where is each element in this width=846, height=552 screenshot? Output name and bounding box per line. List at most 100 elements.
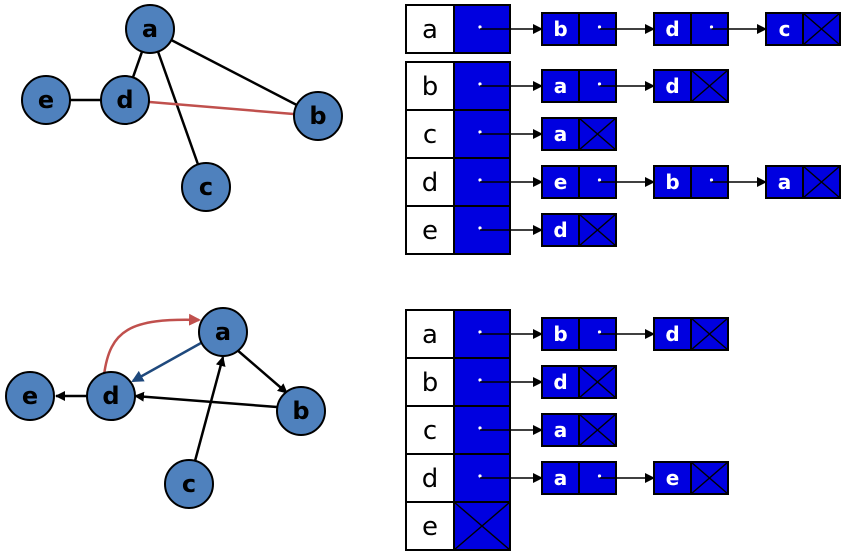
node-label: d xyxy=(116,86,133,114)
edge-a-b xyxy=(149,27,319,118)
pointer-dot xyxy=(709,178,714,182)
graph-node: a xyxy=(198,307,248,357)
pointer-dot xyxy=(478,226,482,230)
pointer-dot xyxy=(478,378,482,382)
null-pointer-mark xyxy=(690,317,729,351)
vertex-label-cell xyxy=(405,109,455,159)
pointer-dot xyxy=(597,330,602,334)
adjacency-row: e xyxy=(405,501,511,551)
pointer-dot xyxy=(478,25,482,29)
list-node-value: d xyxy=(665,322,679,346)
list-node-value: d xyxy=(553,370,567,394)
graph-node: c xyxy=(181,162,231,212)
pointer-dot xyxy=(478,474,482,478)
vertex-label: c xyxy=(423,416,437,446)
vertex-label-cell xyxy=(405,501,455,551)
directed-graph: a e d b c xyxy=(5,307,326,509)
pointer-dot xyxy=(597,25,602,29)
graph-node: e xyxy=(21,75,71,125)
list-node-value: a xyxy=(554,74,568,98)
list-node-value: d xyxy=(665,17,679,41)
pointer-dot xyxy=(478,426,482,430)
null-pointer-mark xyxy=(578,117,617,151)
vertex-label: d xyxy=(422,464,439,494)
graph-node: d xyxy=(86,371,136,421)
pointer-dot xyxy=(709,25,714,29)
pointer-dot xyxy=(597,82,602,86)
list-node-value-cell xyxy=(653,69,692,103)
node-label: d xyxy=(102,382,119,410)
undirected-graph: a e d b c xyxy=(21,4,343,212)
list-node-value: a xyxy=(554,466,568,490)
null-pointer-mark xyxy=(578,213,617,247)
vertex-label-cell xyxy=(405,4,455,54)
list-node-value: b xyxy=(553,322,567,346)
pointer-dot xyxy=(478,178,482,182)
list-node-value: a xyxy=(778,170,792,194)
list-node-value-cell xyxy=(541,117,580,151)
node-label: a xyxy=(215,318,231,346)
list-node-value-cell xyxy=(541,413,580,447)
vertex-label-cell xyxy=(405,357,455,407)
list-node-value: a xyxy=(554,122,568,146)
list-node-value-cell xyxy=(765,12,804,46)
list-node-value-cell xyxy=(653,12,692,46)
node-label: e xyxy=(38,86,54,114)
null-pointer-mark xyxy=(453,501,511,551)
null-pointer-mark xyxy=(578,365,617,399)
graph-node: d xyxy=(100,75,150,125)
vertex-label: a xyxy=(422,320,438,350)
node-label: b xyxy=(292,397,309,425)
graph-node: e xyxy=(5,371,55,421)
node-label: c xyxy=(182,470,196,498)
vertex-label: a xyxy=(422,15,438,45)
vertex-label: c xyxy=(423,120,437,150)
null-pointer-mark xyxy=(578,413,617,447)
vertex-label: b xyxy=(422,368,439,398)
null-pointer-mark xyxy=(802,12,841,46)
list-node-value: e xyxy=(666,466,680,490)
graph-node: b xyxy=(276,386,326,436)
vertex-label: e xyxy=(422,216,438,246)
list-node-value: b xyxy=(553,17,567,41)
list-node-value: d xyxy=(665,74,679,98)
list-node-value: a xyxy=(554,418,568,442)
edge-a-to-b xyxy=(235,348,288,394)
graph-node: a xyxy=(125,4,175,54)
list-node-value: e xyxy=(554,170,568,194)
edge-c-to-a xyxy=(193,356,226,462)
list-node-value-cell xyxy=(653,461,692,495)
edge-a-c xyxy=(148,28,208,188)
edge-d-to-a-highlighted xyxy=(102,313,201,376)
node-label: e xyxy=(22,382,38,410)
list-node-value-cell xyxy=(541,317,580,351)
vertex-label: b xyxy=(422,72,439,102)
graph-node: c xyxy=(164,459,214,509)
vertex-label: e xyxy=(422,512,438,542)
list-node-value-cell xyxy=(541,365,580,399)
edge-d-b-highlighted xyxy=(124,98,319,118)
pointer-dot xyxy=(478,330,482,334)
pointer-dot xyxy=(478,130,482,134)
graph-node: b xyxy=(293,91,343,141)
node-label: a xyxy=(142,15,158,43)
list-node-value: d xyxy=(553,218,567,242)
vertex-label: d xyxy=(422,168,439,198)
edge-b-to-d xyxy=(134,391,278,409)
pointer-dot xyxy=(597,178,602,182)
null-pointer-mark xyxy=(690,461,729,495)
pointer-dot xyxy=(597,474,602,478)
node-label: c xyxy=(199,173,213,201)
list-node-value-cell xyxy=(653,317,692,351)
